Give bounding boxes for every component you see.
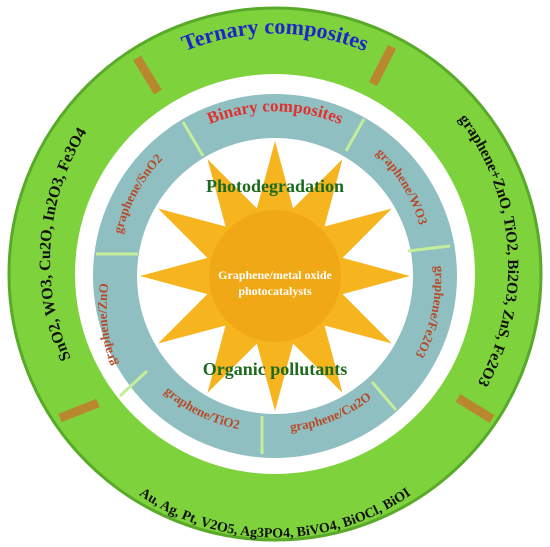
middle-divider <box>407 244 451 253</box>
outer-divider <box>455 394 495 423</box>
outer-divider <box>133 55 162 95</box>
outer-divider <box>368 44 397 87</box>
middle-divider <box>370 381 398 411</box>
middle-divider <box>181 121 205 157</box>
core-label-line2: photocatalysts <box>238 284 312 298</box>
middle-divider <box>344 118 366 152</box>
core-label-line1: Graphene/metal oxide <box>218 268 332 282</box>
organic-pollutants-label: Organic pollutants <box>203 359 348 379</box>
outer-dividers <box>58 44 495 423</box>
photodegradation-label: Photodegradation <box>206 176 344 196</box>
outer-divider <box>58 398 100 423</box>
sun-core <box>209 210 341 342</box>
middle-divider <box>118 369 149 398</box>
middle-dividers <box>96 118 451 454</box>
